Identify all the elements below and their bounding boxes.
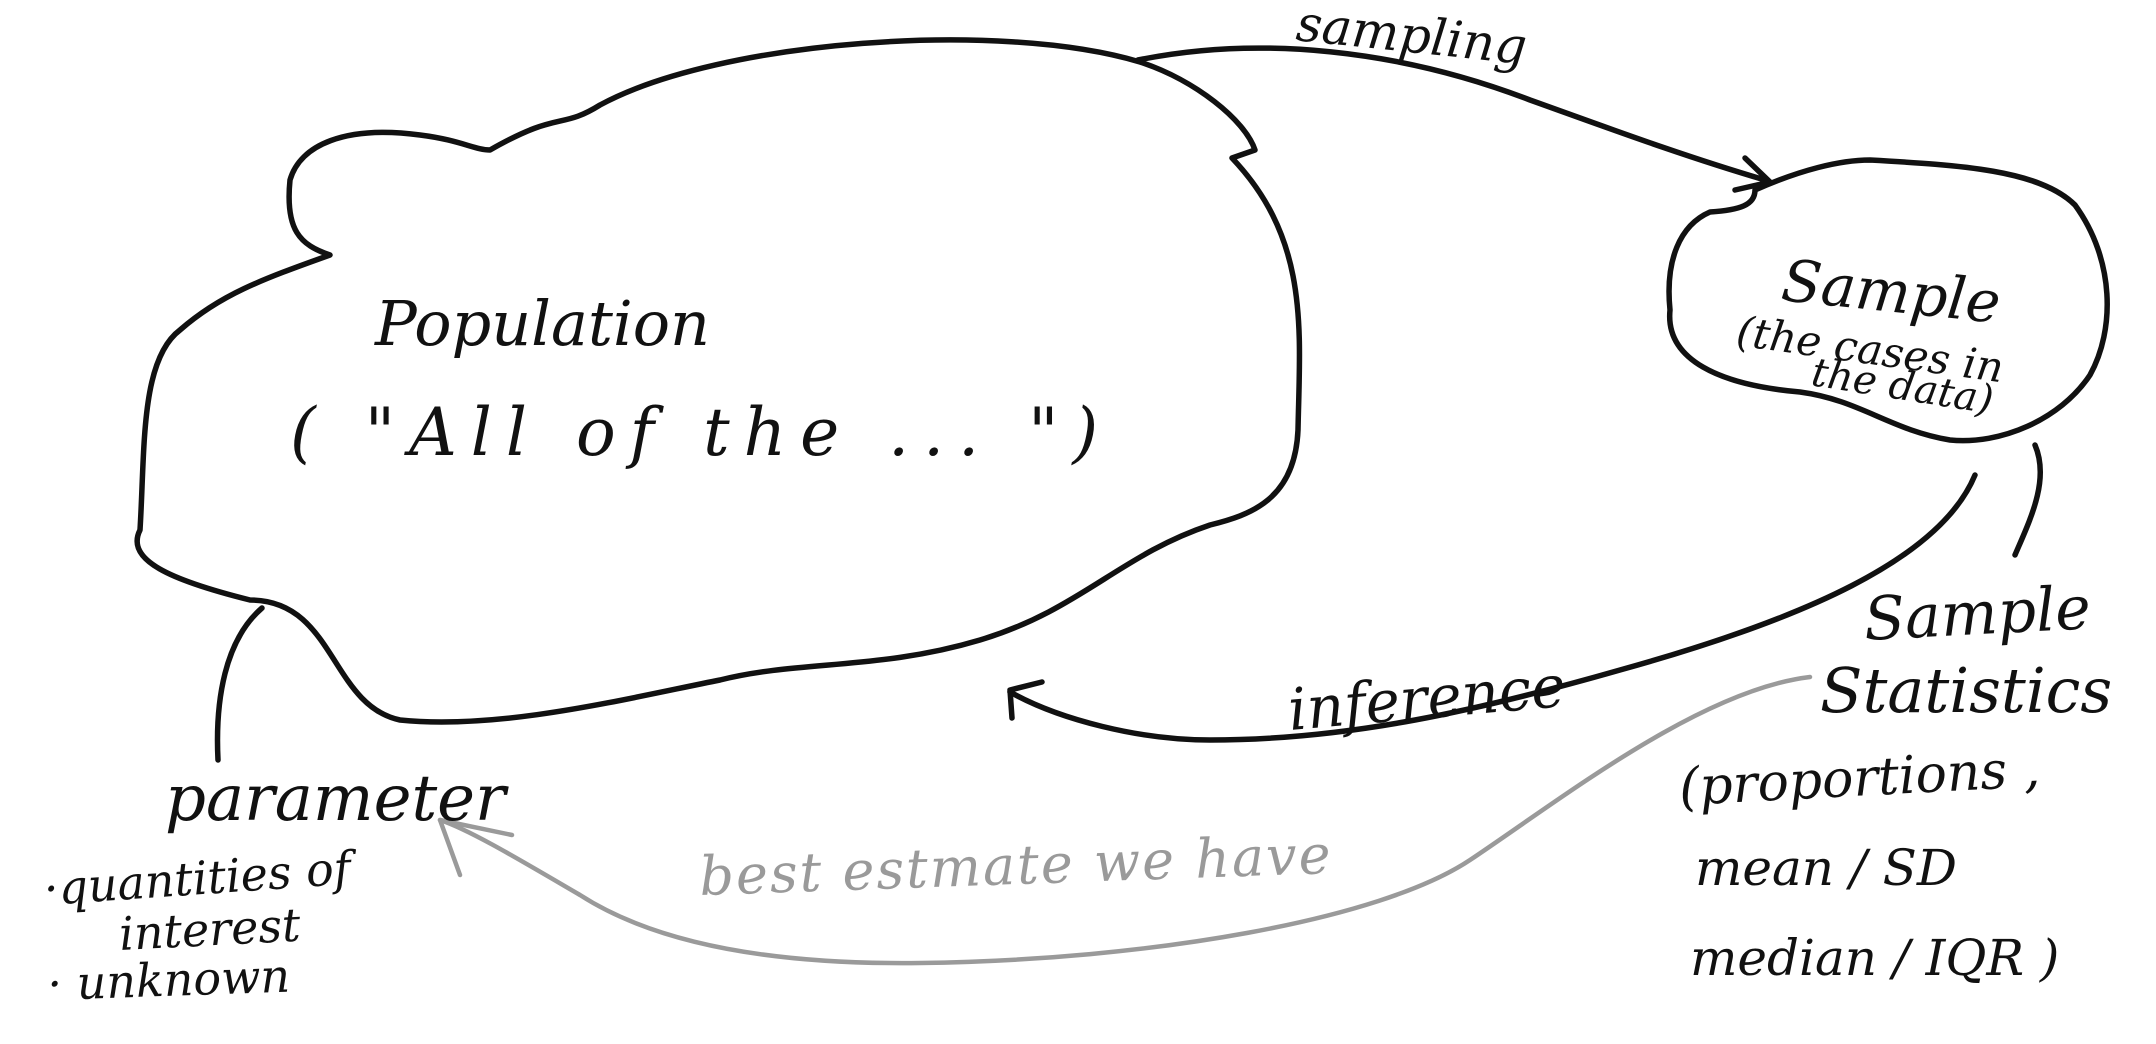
population-cloud: [134, 37, 1303, 725]
parameter-bullet1-line2: interest: [118, 898, 302, 961]
sample-statistics-title-line2: Statistics: [1820, 654, 2112, 727]
parameter-bullet2: · unknown: [46, 949, 290, 1011]
inference-arrow: [1007, 472, 1978, 743]
sample-statistics-line3: median / IQR ): [1690, 929, 2059, 987]
best-estimate-arrow-head: [437, 817, 515, 878]
best-estimate-arrow: [437, 674, 1813, 966]
inference-label: inference: [1285, 652, 1568, 744]
inference-arrow-head: [1007, 679, 1045, 721]
population-title: Population: [374, 287, 710, 360]
population-to-parameter-line: [214, 605, 265, 763]
sampling-arrow: [1135, 45, 1768, 183]
population-subtitle: ( "All of the ... "): [290, 394, 1112, 471]
parameter-title: parameter: [165, 762, 509, 836]
sample-statistics-line1: (proportions ,: [1678, 739, 2042, 818]
sample-to-statistics-line: [2012, 442, 2044, 558]
sampling-arrow-head: [1732, 155, 1773, 193]
sample-cloud: [1666, 157, 2110, 444]
sample-statistics-line2: mean / SD: [1695, 839, 1957, 897]
best-estimate-label: best estmate we have: [698, 823, 1333, 908]
sample-statistics-title-line1: Sample: [1862, 573, 2092, 655]
